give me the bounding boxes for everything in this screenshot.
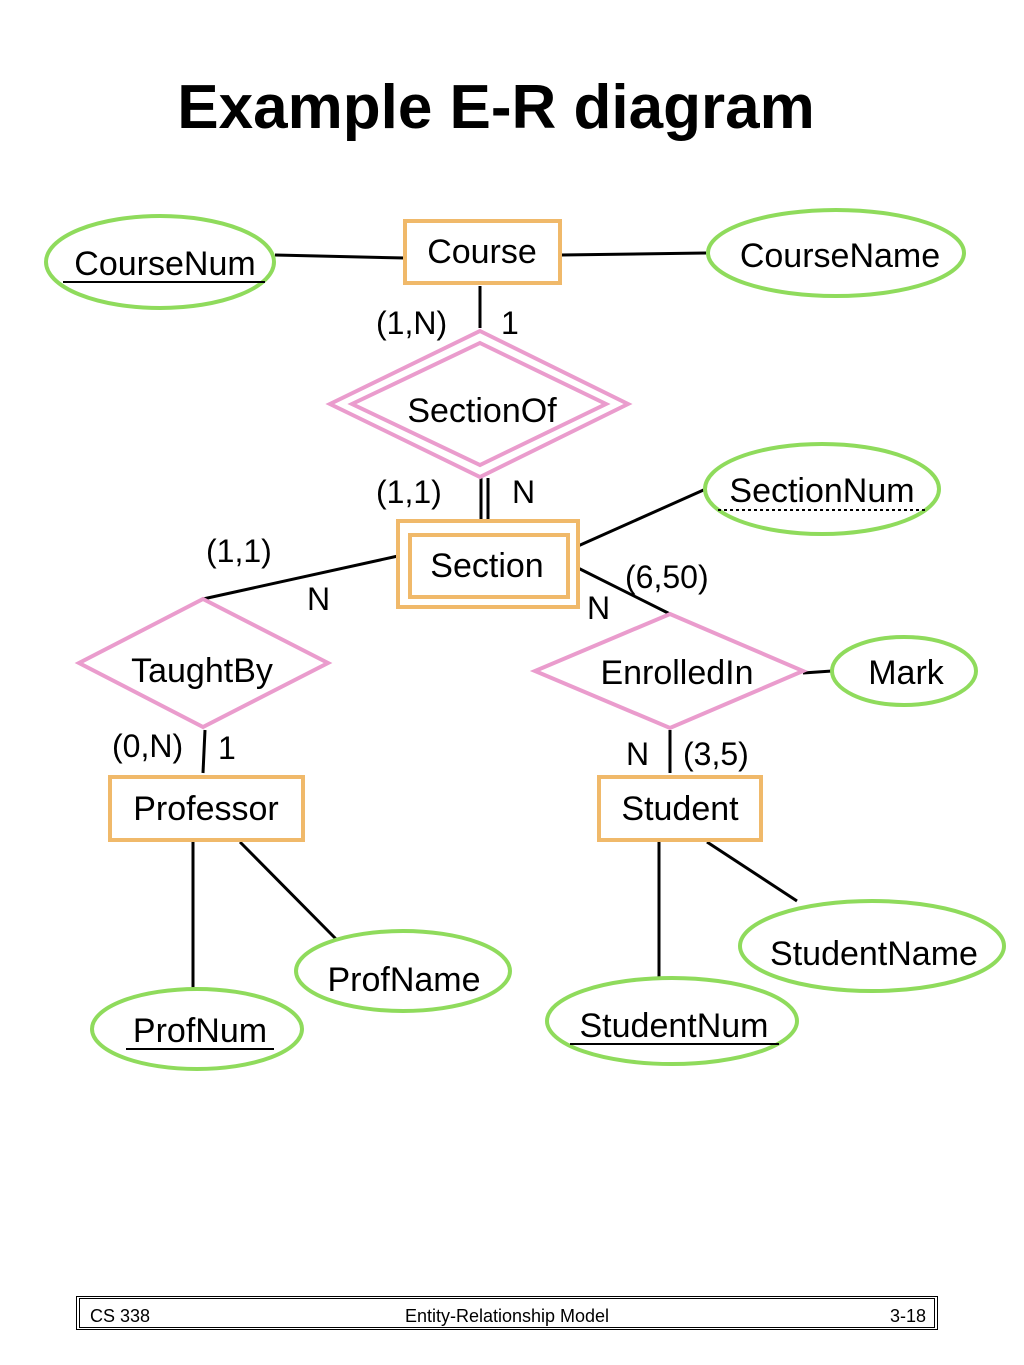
relationship-taughtby: TaughtBy xyxy=(74,596,333,730)
cardinality-labels: (1,N) 1 (1,1) N (1,1) N (6,50) N (0,N) 1… xyxy=(112,305,749,772)
line-section-taughtby xyxy=(202,554,399,601)
attribute-profname-label: ProfName xyxy=(327,961,480,999)
attribute-coursename-label: CourseName xyxy=(740,237,940,275)
attribute-coursename: CourseName xyxy=(706,208,966,298)
line-taughtby-professor xyxy=(201,729,207,774)
attribute-mark: Mark xyxy=(830,635,978,707)
footer-page-number: 3-18 xyxy=(889,1306,926,1326)
connector-lines xyxy=(191,251,833,990)
er-diagram: Course Section Professor Student Section… xyxy=(44,208,1006,1071)
relationship-enrolledin: EnrolledIn xyxy=(529,611,809,731)
entity-course-label: Course xyxy=(427,233,537,271)
entity-professor: Professor xyxy=(108,775,305,842)
relationship-taughtby-label: TaughtBy xyxy=(131,652,273,690)
card-professor-taughtby-minmax: (0,N) xyxy=(112,728,183,764)
attribute-studentnum-label: StudentNum xyxy=(580,1007,769,1045)
line-coursenum-course xyxy=(274,253,406,260)
card-section-taughtby-ratio: N xyxy=(307,581,330,617)
card-section-taughtby-minmax: (1,1) xyxy=(206,533,272,569)
attribute-profname: ProfName xyxy=(294,929,512,1013)
attribute-profnum-key: ProfNum xyxy=(90,987,304,1071)
slide-footer: CS 338 Entity-Relationship Model 3-18 xyxy=(76,1296,938,1330)
relationship-sectionof-identifying: SectionOf xyxy=(325,328,633,480)
attribute-studentname-label: StudentName xyxy=(770,935,978,973)
relationship-sectionof-label: SectionOf xyxy=(407,392,557,430)
line-professor-profname xyxy=(238,840,339,942)
footer-course: CS 338 xyxy=(90,1306,151,1326)
slide-title: Example E-R diagram xyxy=(177,73,815,142)
attribute-mark-label: Mark xyxy=(868,654,945,692)
attribute-coursenum-key: CourseNum xyxy=(44,214,276,310)
entity-section-weak: Section xyxy=(396,519,580,609)
attribute-studentnum-key: StudentNum xyxy=(545,976,799,1066)
card-professor-taughtby-ratio: 1 xyxy=(218,730,236,766)
entity-section-label: Section xyxy=(430,547,543,585)
line-course-coursename xyxy=(560,251,707,257)
card-section-sectionof-minmax: (1,1) xyxy=(376,474,442,510)
attribute-coursenum-label: CourseNum xyxy=(74,245,255,283)
card-course-sectionof-minmax: (1,N) xyxy=(376,305,447,341)
line-enrolledin-mark xyxy=(802,669,833,675)
entity-student: Student xyxy=(597,775,763,842)
card-course-sectionof-ratio: 1 xyxy=(501,305,519,341)
attribute-profnum-label: ProfNum xyxy=(133,1012,267,1050)
card-student-enrolledin-ratio: N xyxy=(626,736,649,772)
attribute-studentname: StudentName xyxy=(738,899,1006,993)
card-section-enrolledin-ratio: N xyxy=(587,590,610,626)
entity-course: Course xyxy=(403,219,562,285)
card-section-enrolledin-minmax: (6,50) xyxy=(625,559,709,595)
card-student-enrolledin-minmax: (3,5) xyxy=(683,736,749,772)
footer-topic: Entity-Relationship Model xyxy=(404,1306,610,1326)
attribute-sectionnum-partial-key: SectionNum xyxy=(703,442,941,536)
line-section-enrolledin xyxy=(577,566,671,616)
entity-student-label: Student xyxy=(621,790,739,828)
relationship-enrolledin-label: EnrolledIn xyxy=(600,654,753,692)
entity-professor-label: Professor xyxy=(133,790,279,828)
card-section-sectionof-ratio: N xyxy=(512,474,535,510)
line-student-studentname xyxy=(706,840,798,903)
attribute-sectionnum-label: SectionNum xyxy=(729,472,914,510)
line-section-sectionnum xyxy=(577,486,709,548)
